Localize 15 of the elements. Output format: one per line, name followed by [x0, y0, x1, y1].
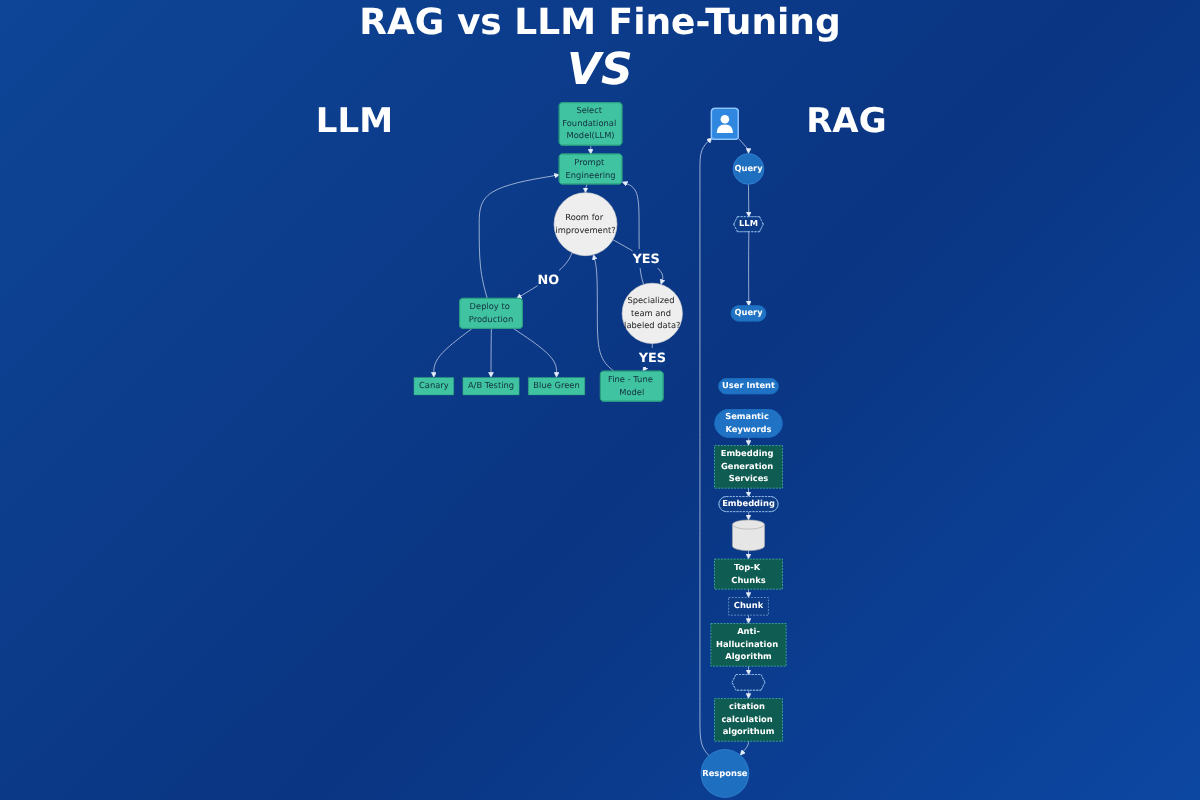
arrow [582, 184, 589, 193]
versus-text: VS [567, 48, 633, 97]
section-heading: RAG [806, 104, 887, 143]
arrow [587, 145, 594, 155]
arrow [745, 588, 752, 598]
arrow [745, 690, 752, 699]
arrow [745, 665, 752, 676]
title: RAG vs LLM Fine-Tuning [359, 2, 841, 44]
section-heading: LLM [315, 104, 393, 143]
node-cylinder [732, 519, 765, 551]
arrow [745, 614, 752, 624]
arrow [745, 511, 752, 521]
arrow [745, 487, 752, 498]
arrow [745, 437, 752, 446]
arrow [745, 550, 752, 560]
